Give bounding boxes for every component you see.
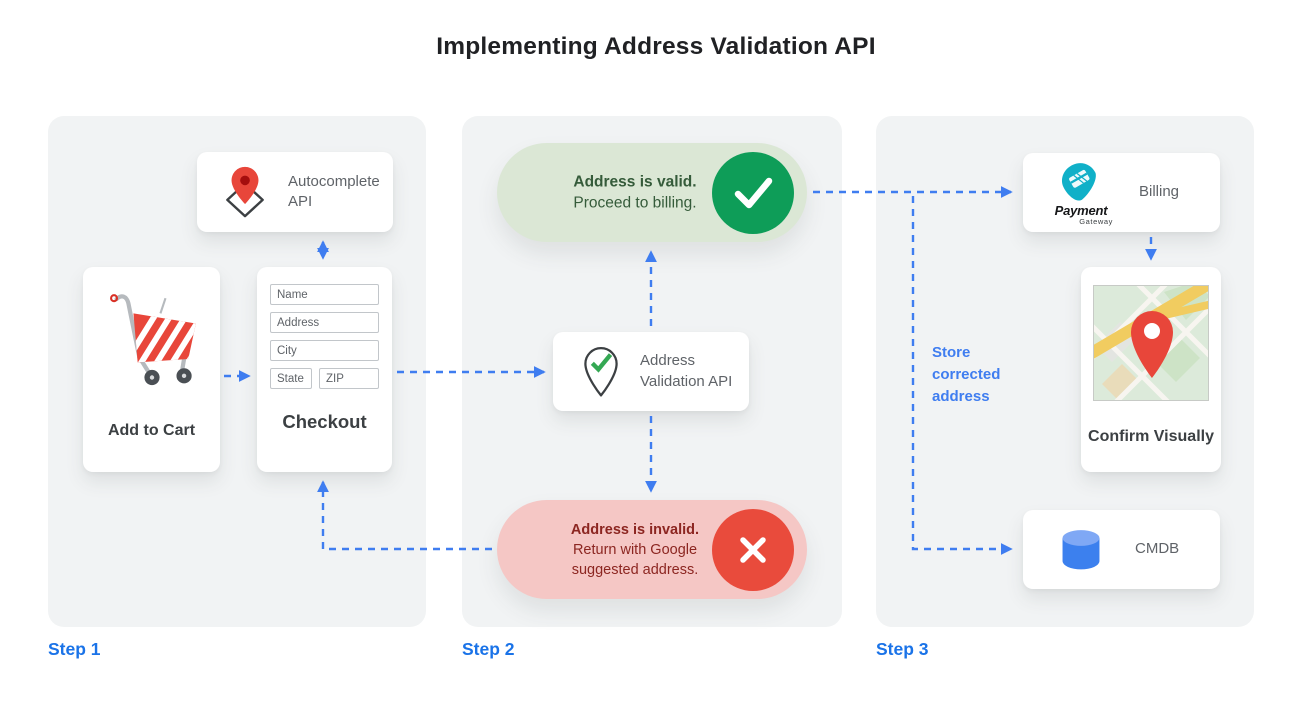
step3-panel: Payment Gateway Billing xyxy=(876,116,1254,627)
check-circle-icon xyxy=(712,151,794,234)
payment-gateway-logo: Payment Gateway xyxy=(1047,160,1115,226)
invalid-headline: Address is invalid. xyxy=(570,521,700,538)
checkout-card: Name Address City State ZIP Checkout xyxy=(257,267,392,472)
confirm-visually-label: Confirm Visually xyxy=(1088,428,1214,446)
state-zip-row: State ZIP xyxy=(270,368,379,389)
valid-headline: Address is valid. xyxy=(573,172,697,190)
checkout-label: Checkout xyxy=(282,411,367,432)
city-field: City xyxy=(270,340,379,361)
state-field: State xyxy=(270,368,312,389)
confirm-visually-card: Confirm Visually xyxy=(1081,267,1221,472)
payment-blob-icon xyxy=(1062,162,1096,201)
database-cylinder-icon xyxy=(1055,526,1107,574)
address-validation-api-label: Address Validation API xyxy=(640,352,733,390)
pin-check-icon xyxy=(581,346,621,398)
address-field: Address xyxy=(270,312,379,333)
step1-panel: Autocomplete API xyxy=(48,116,426,627)
payment-logo-name: Payment xyxy=(1054,202,1108,218)
zip-field: ZIP xyxy=(319,368,379,389)
add-to-cart-card: Add to Cart xyxy=(83,267,220,472)
store-corrected-address-note: Store corrected address xyxy=(932,344,1001,405)
name-field: Name xyxy=(270,284,379,305)
step3-label: Step 3 xyxy=(876,639,929,659)
step2-label: Step 2 xyxy=(462,639,515,659)
address-invalid-text: Address is invalid. Return with Google s… xyxy=(539,520,731,580)
add-to-cart-label: Add to Cart xyxy=(107,422,196,440)
address-valid-pill: Address is valid. Proceed to billing. xyxy=(497,143,807,242)
x-circle-icon xyxy=(712,508,794,591)
autocomplete-api-card: Autocomplete API xyxy=(197,152,393,232)
address-invalid-pill: Address is invalid. Return with Google s… xyxy=(497,500,807,599)
autocomplete-api-label: Autocomplete API xyxy=(288,172,380,210)
invalid-subline: Return with Google suggested address. xyxy=(571,541,699,578)
cmdb-card: CMDB xyxy=(1023,510,1220,589)
cmdb-label: CMDB xyxy=(1135,540,1180,558)
step2-panel: Address is valid. Proceed to billing. Ad… xyxy=(462,116,842,627)
step1-label: Step 1 xyxy=(48,639,101,659)
address-validation-api-card: Address Validation API xyxy=(553,332,749,411)
billing-card: Payment Gateway Billing xyxy=(1023,153,1220,232)
valid-subline: Proceed to billing. xyxy=(573,194,697,212)
address-valid-text: Address is valid. Proceed to billing. xyxy=(545,171,725,214)
diagram-title: Implementing Address Validation API xyxy=(436,33,876,60)
shopping-cart-icon xyxy=(83,283,220,391)
payment-logo-subtitle: Gateway xyxy=(1079,216,1113,226)
map-thumbnail xyxy=(1093,285,1209,401)
map-pin-diamond-icon xyxy=(219,165,271,219)
billing-label: Billing xyxy=(1139,183,1180,201)
